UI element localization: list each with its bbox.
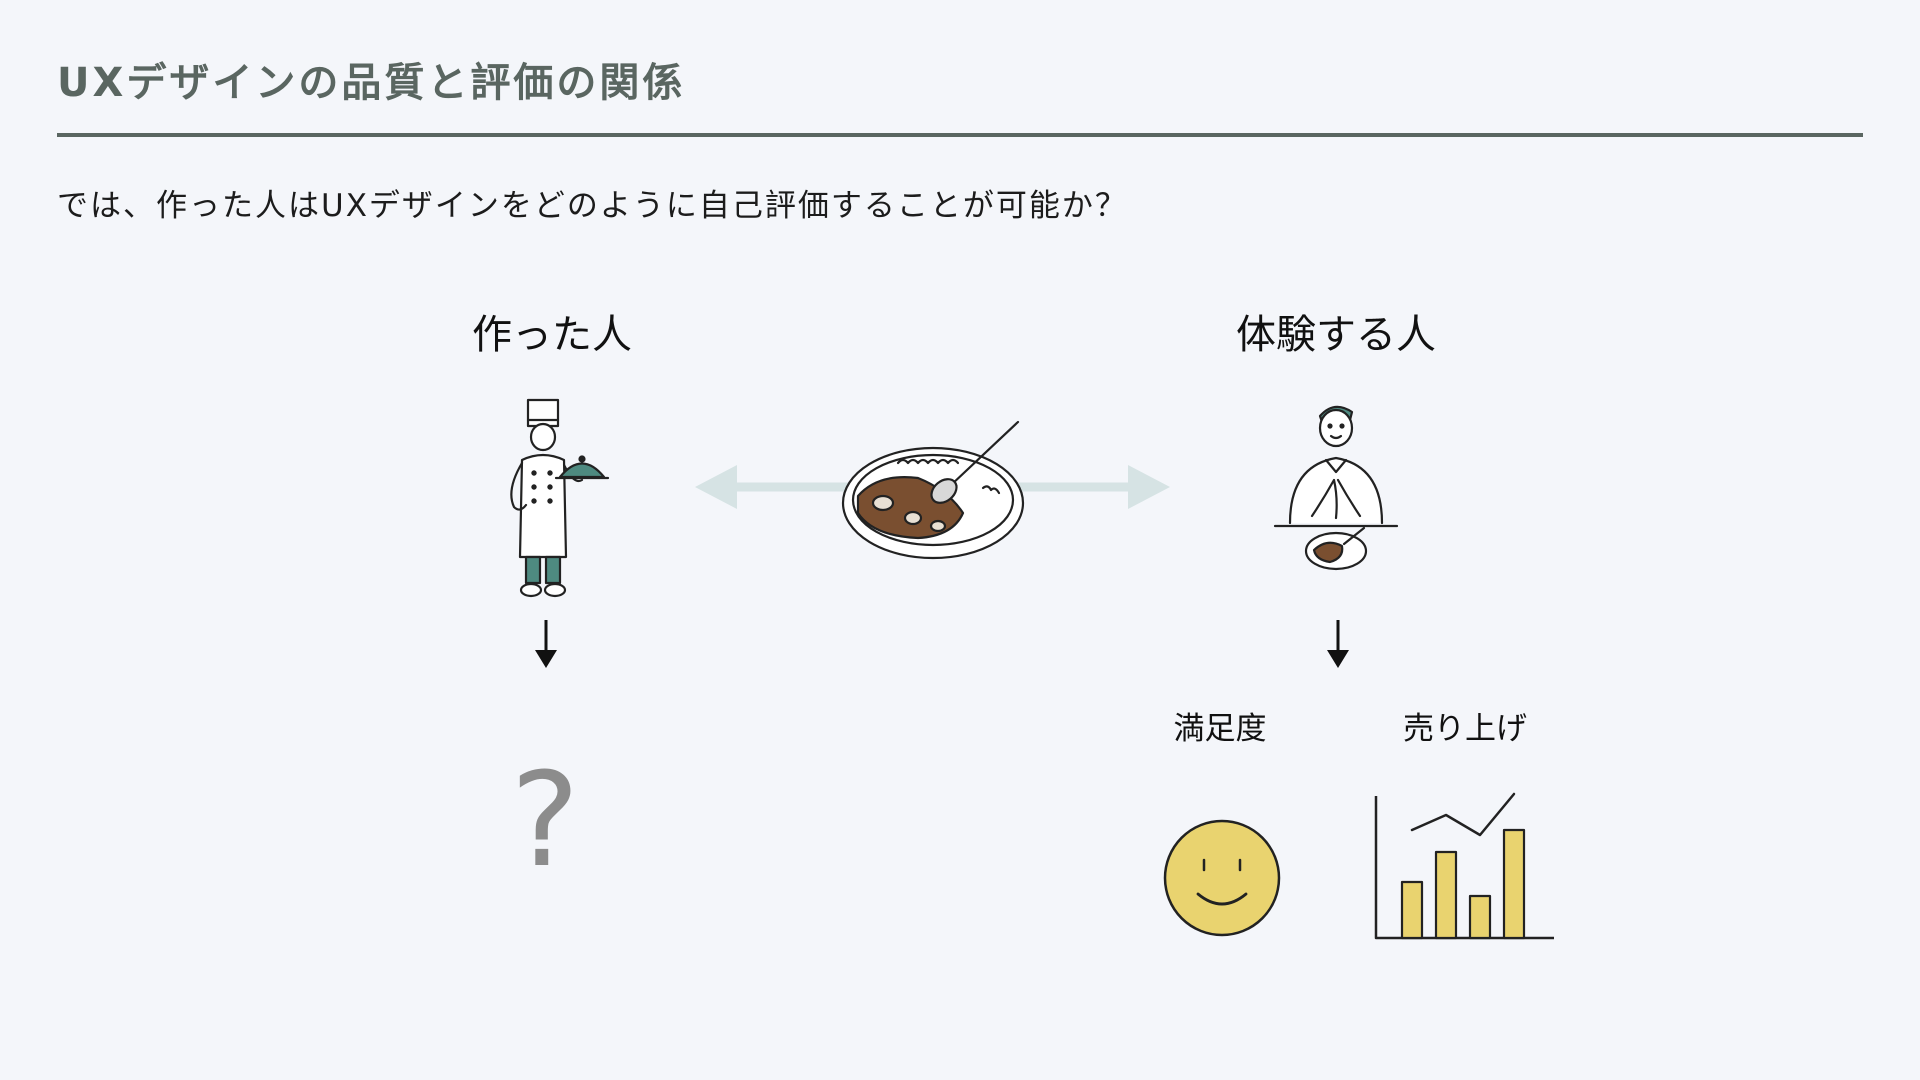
curry-rice-plate-icon (841, 420, 1025, 560)
experiencer-down-arrow-icon (1327, 620, 1349, 668)
slide-title: UXデザインの品質と評価の関係 (57, 60, 686, 106)
satisfaction-label: 満足度 (1173, 711, 1267, 747)
person-praying-before-meal-icon (1273, 405, 1399, 571)
unknown-evaluation-mark: ? (510, 744, 580, 896)
chef-holding-cloche-icon (510, 398, 610, 598)
experiencer-label: 体験する人 (1236, 312, 1436, 358)
question-text: では、作った人はUXデザインをどのように自己評価することが可能か？ (57, 188, 1128, 224)
sales-label: 売り上げ (1403, 711, 1527, 747)
smiley-face-icon (1163, 819, 1281, 937)
title-divider (57, 133, 1863, 137)
bar-chart-icon (1374, 792, 1554, 940)
creator-down-arrow-icon (535, 620, 557, 668)
creator-label: 作った人 (472, 312, 632, 358)
